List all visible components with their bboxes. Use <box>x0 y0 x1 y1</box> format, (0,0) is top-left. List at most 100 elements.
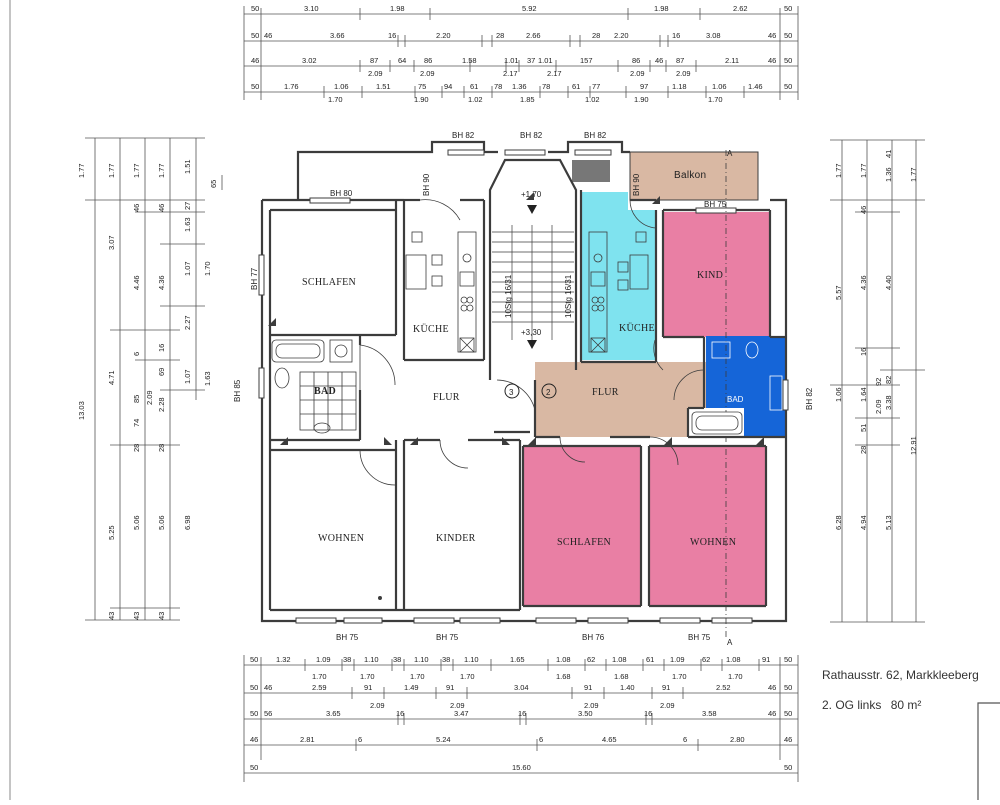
door-swings <box>359 199 705 486</box>
dim-bot-r1-11: 62 <box>587 655 595 664</box>
bh-label-left-85: BH 85 <box>233 379 242 402</box>
dim-left-c3-4: 85 <box>132 395 141 403</box>
dim-bot-r2-7: 91 <box>584 683 592 692</box>
fill-bad-right-lower <box>744 400 786 437</box>
dim-top-r2-4: 2.20 <box>436 31 451 40</box>
left-dimension-labels: 1.77 13.03 1.77 3.07 4.71 5.25 43 1.77 4… <box>77 159 218 620</box>
dim-bot-r1-12: 1.08 <box>612 655 627 664</box>
dim-left-c4-10: 43 <box>157 612 166 620</box>
dim-bot-r2-5: 91 <box>446 683 454 692</box>
section-mark-top: A <box>727 149 733 158</box>
dim-bot-r3-3: 16 <box>396 709 404 718</box>
dim-bot-r3-2: 3.65 <box>326 709 341 718</box>
dim-top-r4-12: 97 <box>640 82 648 91</box>
dim-top-r3-3: 64 <box>398 56 406 65</box>
dim-top-r4-5: 94 <box>444 82 452 91</box>
dim-bot-r1-6: 1.10 <box>414 655 429 664</box>
dim-bot-r1-4: 1.10 <box>364 655 379 664</box>
dim-bot-r1b-0: 1.70 <box>312 672 327 681</box>
dim-bot-r4-6: 6 <box>683 735 687 744</box>
dim-top-r2-3: 16 <box>388 31 396 40</box>
room-schlafen-left: SCHLAFEN <box>302 277 356 288</box>
dim-top-r4b-1: 1.90 <box>414 95 429 104</box>
dim-bot-r1-8: 1.10 <box>464 655 479 664</box>
dim-left-c4-6: 2.28 <box>157 397 166 412</box>
dim-left-c3-0: 1.77 <box>132 163 141 178</box>
bh-label-kind: BH 75 <box>704 200 727 209</box>
dim-bot-r5-2: 50 <box>784 763 792 772</box>
room-bad-right: BAD <box>727 395 744 404</box>
dim-top-r1-3: 5.92 <box>522 4 537 13</box>
dim-top-r4-1: 1.76 <box>284 82 299 91</box>
dim-top-r3-13: 2.11 <box>725 56 739 65</box>
dim-bot-r2-6: 3.04 <box>514 683 529 692</box>
room-kueche-left: KÜCHE <box>413 323 449 335</box>
dim-bot-r2-2: 2.59 <box>312 683 327 692</box>
dim-top-r4b-2: 1.02 <box>468 95 483 104</box>
dim-bot-r1-9: 1.65 <box>510 655 525 664</box>
dim-right-c3-4: 82 <box>884 376 893 384</box>
dim-top-r4-14: 1.06 <box>712 82 727 91</box>
dim-left-c4-5: 2.09 <box>145 390 154 405</box>
dim-bot-r4-3: 5.24 <box>436 735 451 744</box>
staircase <box>492 225 574 342</box>
stair-run-right: 10Stg 16/31 <box>564 274 573 318</box>
dim-left-c2-4: 43 <box>107 612 116 620</box>
dim-top-r3-2: 87 <box>370 56 378 65</box>
dim-top-r3-11: 46 <box>655 56 663 65</box>
unit-area: 80 m² <box>890 698 922 712</box>
dim-top-r4b-5: 1.90 <box>634 95 649 104</box>
dim-left-c2-3: 5.25 <box>107 525 116 540</box>
dim-bot-r4-5: 4.65 <box>602 735 617 744</box>
room-schlafen-right: SCHLAFEN <box>557 537 611 548</box>
dim-top-r3-0: 46 <box>251 56 259 65</box>
corner-marks <box>268 192 764 445</box>
dim-left-c3-1: 46 <box>132 204 141 212</box>
dim-top-r4-2: 1.06 <box>334 82 349 91</box>
dim-top-r1-5: 2.62 <box>733 4 748 13</box>
marker-3 <box>504 383 520 399</box>
dim-bot-r4-2: 6 <box>358 735 362 744</box>
stair-run-left: 10Stg 16/31 <box>504 274 513 318</box>
dim-bot-r1-16: 1.08 <box>726 655 741 664</box>
dim-left-c4-7: 28 <box>157 444 166 452</box>
dim-top-r3-8: 1.01 <box>538 56 553 65</box>
dim-left-c3-6: 28 <box>132 444 141 452</box>
marker-2 <box>541 383 557 399</box>
dim-bot-r3-9: 46 <box>768 709 776 718</box>
dim-bot-r3-7: 16 <box>644 709 652 718</box>
dim-top-r2-8: 2.20 <box>614 31 629 40</box>
dim-left-c4-0: 1.77 <box>157 163 166 178</box>
fill-stair-dark <box>572 160 610 182</box>
dim-top-r3-5: 1.58 <box>462 56 477 65</box>
dim-bot-r1b-7: 1.70 <box>728 672 743 681</box>
dim-top-r3-15: 50 <box>784 56 792 65</box>
dim-top-r3-12: 87 <box>676 56 684 65</box>
dim-right-c3-1: 4.40 <box>884 275 893 290</box>
dim-left-c5-3: 1.07 <box>183 261 192 276</box>
dim-top-r3-7: 37 <box>527 56 535 65</box>
dim-right-c2-6: 28 <box>859 446 868 454</box>
dim-right-c2-1: 46 <box>859 206 868 214</box>
top-dimension-chains <box>243 6 799 100</box>
dim-bot-r2b-3: 2.09 <box>660 701 675 710</box>
dim-left-c3-7: 5.06 <box>132 515 141 530</box>
dim-bot-r3-4: 3.47 <box>454 709 469 718</box>
dim-bot-r2-9: 91 <box>662 683 670 692</box>
dim-left-c5-6: 1.63 <box>203 371 212 386</box>
bh-label-right-82: BH 82 <box>805 387 814 410</box>
room-balkon: Balkon <box>674 170 706 181</box>
room-flur-right: FLUR <box>592 387 619 398</box>
right-dimension-labels: 1.77 5.57 1.06 6.28 12.91 1.77 46 4.36 1… <box>834 150 918 530</box>
dim-bot-r3-10: 50 <box>784 709 792 718</box>
dim-right-c3-0: 1.36 <box>884 167 893 182</box>
dim-top-r3-6: 1.01 <box>504 56 519 65</box>
dim-top-r4b-0: 1.70 <box>328 95 343 104</box>
radiator-dot <box>378 596 382 600</box>
unit-caption: 2. OG links 80 m² <box>822 698 921 712</box>
dim-bot-r1-1: 1.32 <box>276 655 291 664</box>
room-wohnen-right: WOHNEN <box>690 537 736 548</box>
dim-bot-r2b-1: 2.09 <box>450 701 465 710</box>
bh-label-bottom-1: BH 75 <box>336 633 359 642</box>
dim-left-c4-8: 5.06 <box>157 515 166 530</box>
